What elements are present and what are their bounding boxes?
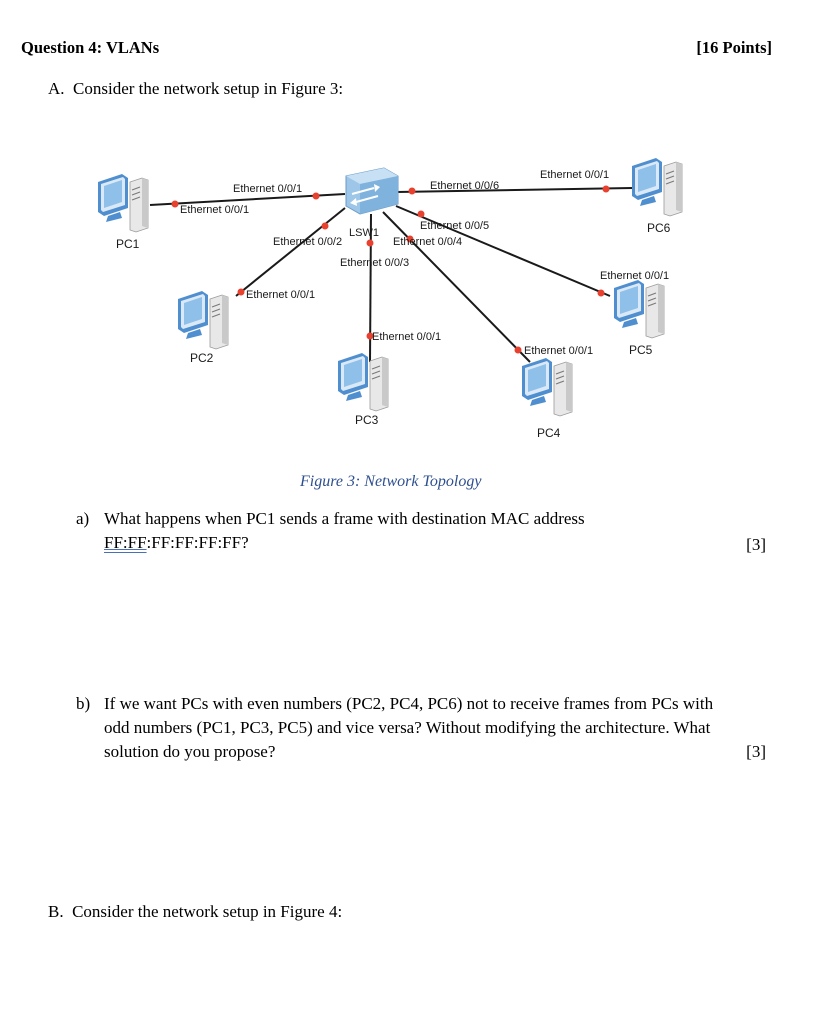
part-a-label: A. [48, 79, 65, 98]
port-label-pc5: Ethernet 0/0/1 [600, 270, 669, 282]
pc3-label: PC3 [355, 413, 379, 427]
port-label-sw-pc4: Ethernet 0/0/4 [393, 236, 462, 248]
question-a-letter: a) [76, 509, 90, 528]
pc1-label: PC1 [116, 237, 140, 251]
part-a-text: Consider the network setup in Figure 3: [73, 79, 344, 98]
pc2-label: PC2 [190, 351, 214, 365]
question-a-mac-rest: :FF:FF:FF:FF? [146, 533, 249, 552]
pc6-label: PC6 [647, 221, 671, 235]
pc3-icon [337, 352, 389, 412]
port-label-sw-pc3: Ethernet 0/0/3 [340, 257, 409, 269]
port-label-pc2: Ethernet 0/0/1 [246, 289, 315, 301]
port-label-pc1: Ethernet 0/0/1 [180, 204, 249, 216]
pc5-icon [613, 279, 665, 339]
network-topology-figure: LSW1 PC1 PC2 PC3 PC4 PC5 PC6 Ethernet 0/… [97, 157, 683, 440]
switch-icon [345, 167, 399, 215]
question-a-marks: [3] [746, 535, 766, 554]
question-b-line3: solution do you propose? [104, 742, 276, 761]
part-a-heading: A. Consider the network setup in Figure … [48, 79, 343, 99]
pc5-label: PC5 [629, 343, 653, 357]
link-pc2 [235, 207, 346, 297]
port-label-sw-pc5: Ethernet 0/0/5 [420, 220, 489, 232]
question-a-line2: FF:FF:FF:FF:FF:FF? [104, 531, 249, 555]
part-b-heading: B. Consider the network setup in Figure … [48, 902, 342, 922]
question-a-line1: What happens when PC1 sends a frame with… [104, 509, 585, 528]
port-label-pc4: Ethernet 0/0/1 [524, 345, 593, 357]
question-points: [16 Points] [696, 38, 772, 57]
figure-caption: Figure 3: Network Topology [300, 473, 482, 490]
part-b-label: B. [48, 902, 64, 921]
question-a-mac-underlined: FF:FF [104, 533, 147, 552]
port-label-sw-pc6: Ethernet 0/0/6 [430, 180, 499, 192]
port-label-pc6: Ethernet 0/0/1 [540, 169, 609, 181]
part-b-text: Consider the network setup in Figure 4: [72, 902, 343, 921]
link-pc6 [396, 187, 633, 193]
pc1-icon [97, 173, 149, 233]
port-label-sw-pc2: Ethernet 0/0/2 [273, 236, 342, 248]
port-dots [171, 185, 610, 354]
question-b-letter: b) [76, 694, 91, 713]
pc6-icon [631, 157, 683, 217]
pc4-label: PC4 [537, 426, 561, 440]
pc2-icon [177, 290, 229, 350]
link-pc5 [395, 205, 611, 297]
question-b-marks: [3] [746, 742, 766, 761]
switch-name: LSW1 [349, 227, 379, 239]
question-b-line2: odd numbers (PC1, PC3, PC5) and vice ver… [104, 718, 711, 737]
port-label-pc3: Ethernet 0/0/1 [372, 331, 441, 343]
question-title: Question 4: VLANs [21, 38, 160, 57]
pc4-icon [521, 357, 573, 417]
question-b-line1: If we want PCs with even numbers (PC2, P… [104, 694, 714, 713]
link-pc1 [149, 193, 346, 206]
port-label-sw-pc1: Ethernet 0/0/1 [233, 183, 302, 195]
